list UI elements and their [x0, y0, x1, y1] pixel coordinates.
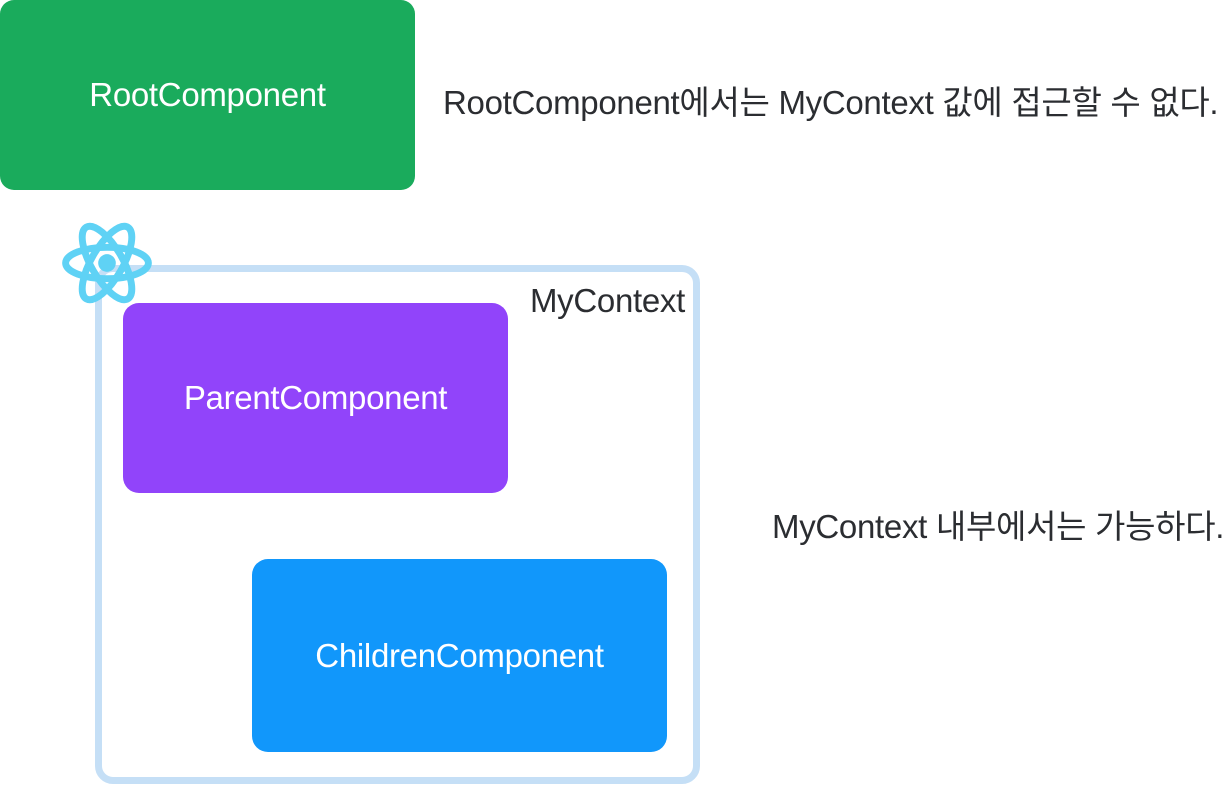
mycontext-container: MyContext ParentComponent ChildrenCompon…	[95, 265, 700, 784]
react-logo-nucleus	[98, 254, 116, 272]
react-logo-icon	[62, 222, 152, 304]
children-component-label: ChildrenComponent	[315, 636, 604, 674]
mycontext-label: MyContext	[529, 282, 685, 319]
react-logo-orbits	[62, 222, 152, 304]
root-component-label: RootComponent	[89, 76, 326, 113]
parent-component-label: ParentComponent	[183, 379, 448, 416]
annotation-context-possible: MyContext 내부에서는 가능하다.	[772, 508, 1225, 545]
parent-component-box: ParentComponent	[123, 303, 508, 493]
children-component-box: ChildrenComponent	[252, 559, 667, 752]
root-component-box: RootComponent	[0, 0, 415, 190]
annotation-root-no-access: RootComponent에서는 MyContext 값에 접근할 수 없다.	[443, 84, 1219, 121]
